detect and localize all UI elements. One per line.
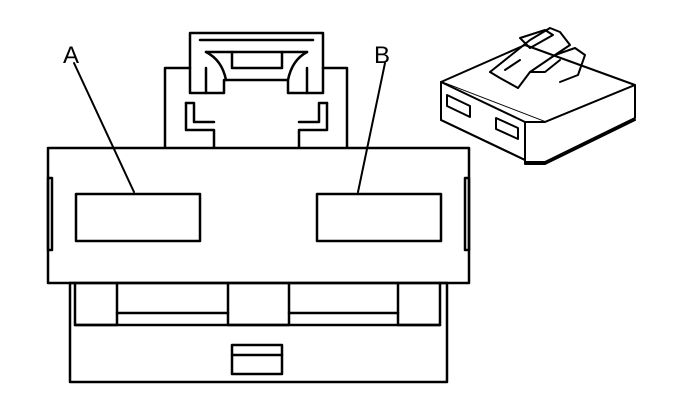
label-a: A — [63, 42, 79, 69]
latch-tab — [163, 31, 349, 152]
lower-shroud — [68, 281, 449, 384]
connector-isometric-view — [440, 27, 636, 165]
callout-leaders — [73, 62, 386, 193]
label-b: B — [374, 42, 390, 69]
terminal-cavity-a — [74, 192, 202, 243]
terminal-cavity-b — [315, 192, 443, 243]
connector-face-view: A B — [46, 31, 471, 384]
